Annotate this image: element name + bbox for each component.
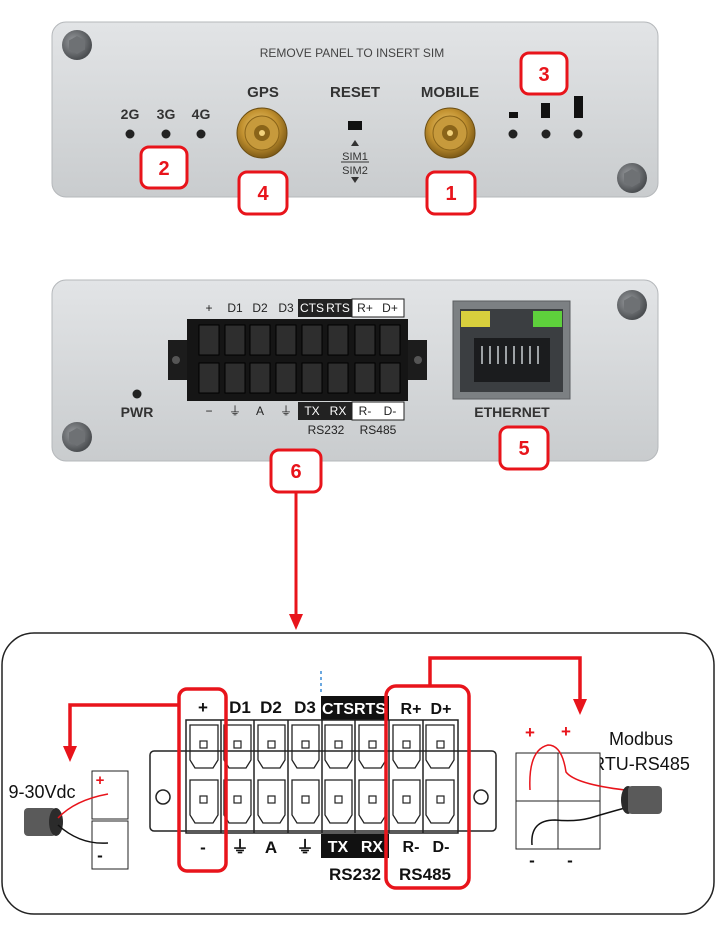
marker-3: 3 [519, 51, 569, 96]
modbus-cable-icon [529, 744, 662, 846]
led-label-2g: 2G [121, 106, 140, 122]
modbus-minus-sign: - [529, 851, 535, 870]
ground-icon: ⏚ [229, 404, 241, 418]
pin-label-tx: TX [304, 404, 319, 418]
wiring-pin-d-plus: D+ [431, 701, 452, 718]
pin-label-cts: CTS [300, 301, 324, 315]
wiring-pin-cts: CTS [322, 701, 354, 718]
modbus-plus-sign: + [525, 723, 535, 742]
svg-text:5: 5 [518, 438, 529, 460]
ground-icon: ⏚ [280, 404, 292, 418]
led-label-4g: 4G [192, 106, 211, 122]
pwr-led [132, 389, 142, 399]
arrow-down-icon [289, 492, 303, 630]
pin-label-d1: D1 [227, 301, 243, 315]
pin-label-d2: D2 [252, 301, 268, 315]
terminal-slots [189, 724, 455, 824]
screw-icon [617, 290, 647, 320]
wiring-pin-r-minus: R- [403, 839, 420, 856]
ground-icon: ⏚ [297, 838, 314, 857]
svg-text:3: 3 [538, 64, 549, 86]
marker-2: 2 [139, 145, 189, 190]
wiring-detail-panel: + D1 D2 D3 CTS RTS R+ D+ [1, 632, 715, 915]
pin-label-r-plus: R+ [357, 301, 373, 315]
reset-button[interactable] [348, 121, 362, 130]
marker-1: 1 [425, 170, 477, 216]
pin-label-d-minus: D- [384, 404, 397, 418]
pin-label-rx: RX [330, 404, 347, 418]
power-plus-sign: + [96, 772, 105, 789]
arrow-down-icon [351, 177, 359, 183]
power-pins-highlight [177, 687, 228, 873]
led-3g [161, 129, 171, 139]
marker-6: 6 [269, 448, 323, 494]
pin-label-minus: − [205, 404, 212, 418]
back-panel: + D1 D2 D3 CTS RTS R+ D+ [51, 279, 659, 462]
power-terminal [91, 770, 129, 870]
power-minus-sign: - [97, 846, 103, 865]
wiring-pin-d3: D3 [294, 698, 316, 717]
pin-label-a: A [256, 404, 264, 418]
gps-antenna-connector [236, 107, 288, 159]
modbus-rtu-label: RTU-RS485 [592, 754, 690, 774]
modbus-terminal [515, 752, 601, 850]
arrow-up-icon [351, 140, 359, 146]
wiring-pin-r-plus: R+ [401, 701, 422, 718]
led-2g [125, 129, 135, 139]
gps-label: GPS [247, 84, 279, 101]
marker-5: 5 [498, 425, 550, 471]
modbus-label: Modbus [609, 729, 673, 749]
led-4g [196, 129, 206, 139]
pin-label-r-minus: R- [359, 404, 372, 418]
rs485-pins-highlight [384, 684, 471, 890]
wiring-pin-d1: D1 [229, 698, 251, 717]
mobile-antenna-connector [424, 107, 476, 159]
wiring-pin-rx: RX [361, 839, 384, 856]
ethernet-port[interactable] [452, 300, 571, 400]
marker-4: 4 [237, 170, 289, 216]
wiring-rs232-label: RS232 [329, 865, 381, 884]
power-supply-label: 9-30Vdc [8, 782, 75, 802]
led-label-3g: 3G [157, 106, 176, 122]
pin-label-d-plus: D+ [382, 301, 398, 315]
wiring-pin-d-minus: D- [433, 839, 450, 856]
arrow-left-down-icon [63, 703, 179, 762]
wiring-pin-d2: D2 [260, 698, 282, 717]
modbus-minus-sign: - [567, 851, 573, 870]
pin-label-d3: D3 [278, 301, 294, 315]
sim1-label: SIM1 [342, 151, 368, 163]
svg-text:2: 2 [158, 158, 169, 180]
terminal-block-outline [149, 719, 497, 834]
svg-text:4: 4 [257, 183, 269, 205]
power-cable-icon [24, 793, 109, 844]
reset-label: RESET [330, 84, 380, 101]
svg-text:6: 6 [290, 461, 301, 483]
mobile-label: MOBILE [421, 84, 479, 101]
wiring-pin-minus: - [200, 838, 206, 857]
terminal-block [168, 319, 427, 401]
front-panel: REMOVE PANEL TO INSERT SIM 2G 3G 4G GPS … [51, 21, 659, 198]
screw-icon [617, 163, 647, 193]
wiring-rs485-label: RS485 [399, 865, 451, 884]
rs485-label: RS485 [360, 423, 397, 437]
sim-note: REMOVE PANEL TO INSERT SIM [260, 46, 445, 60]
pin-label-rts: RTS [326, 301, 350, 315]
signal-strength-icon [508, 96, 583, 139]
wiring-pin-plus: + [198, 698, 208, 717]
wiring-pin-tx: TX [328, 839, 349, 856]
rs232-label: RS232 [308, 423, 345, 437]
screw-icon [62, 422, 92, 452]
pwr-label: PWR [121, 404, 154, 420]
svg-text:1: 1 [445, 183, 456, 205]
ethernet-label: ETHERNET [474, 404, 550, 420]
ground-icon: ⏚ [232, 838, 249, 857]
pin-label-plus: + [205, 301, 212, 315]
modbus-plus-sign: + [561, 722, 571, 741]
screw-icon [62, 30, 92, 60]
sim2-label: SIM2 [342, 165, 368, 177]
wiring-pin-a: A [265, 838, 277, 857]
wiring-pin-rts: RTS [354, 701, 386, 718]
arrow-right-down-icon [428, 656, 587, 715]
